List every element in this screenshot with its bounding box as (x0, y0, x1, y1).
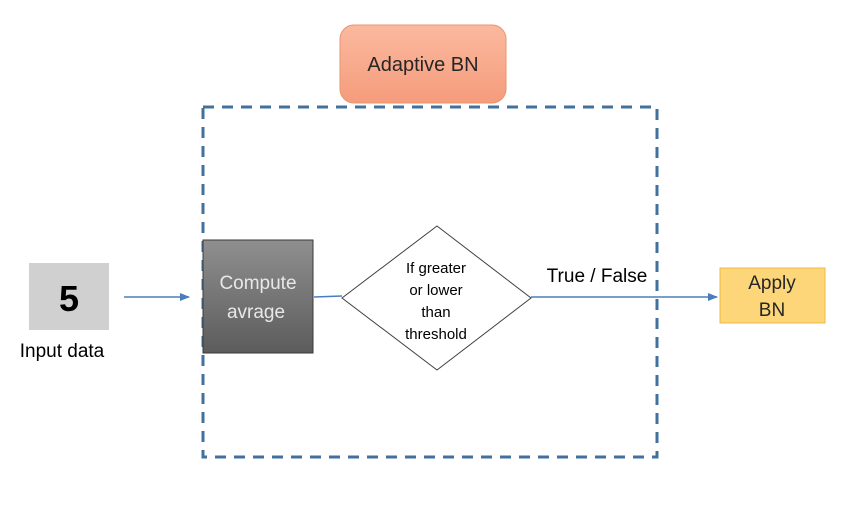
decision-line-3: than (421, 304, 450, 321)
edge-label-true-false: True / False (547, 266, 648, 287)
adaptive-bn-title-box: Adaptive BN (339, 24, 507, 104)
compute-line-1: Compute (219, 273, 296, 294)
apply-line-2: BN (759, 300, 785, 321)
compute-average-node: Compute avrage (202, 239, 314, 354)
decision-line-1: If greater (406, 260, 466, 277)
apply-bn-node: Apply BN (719, 267, 826, 324)
connector-compute-to-decision (313, 295, 343, 298)
input-value: 5 (59, 278, 79, 319)
input-label: Input data (20, 341, 105, 362)
decision-line-4: threshold (405, 326, 467, 343)
compute-line-2: avrage (227, 302, 285, 323)
apply-line-1: Apply (748, 273, 796, 294)
decision-line-2: or lower (409, 282, 462, 299)
input-node: 5 (29, 263, 109, 330)
adaptive-bn-title: Adaptive BN (367, 54, 478, 76)
threshold-decision-node: If greater or lower than threshold (341, 225, 532, 371)
